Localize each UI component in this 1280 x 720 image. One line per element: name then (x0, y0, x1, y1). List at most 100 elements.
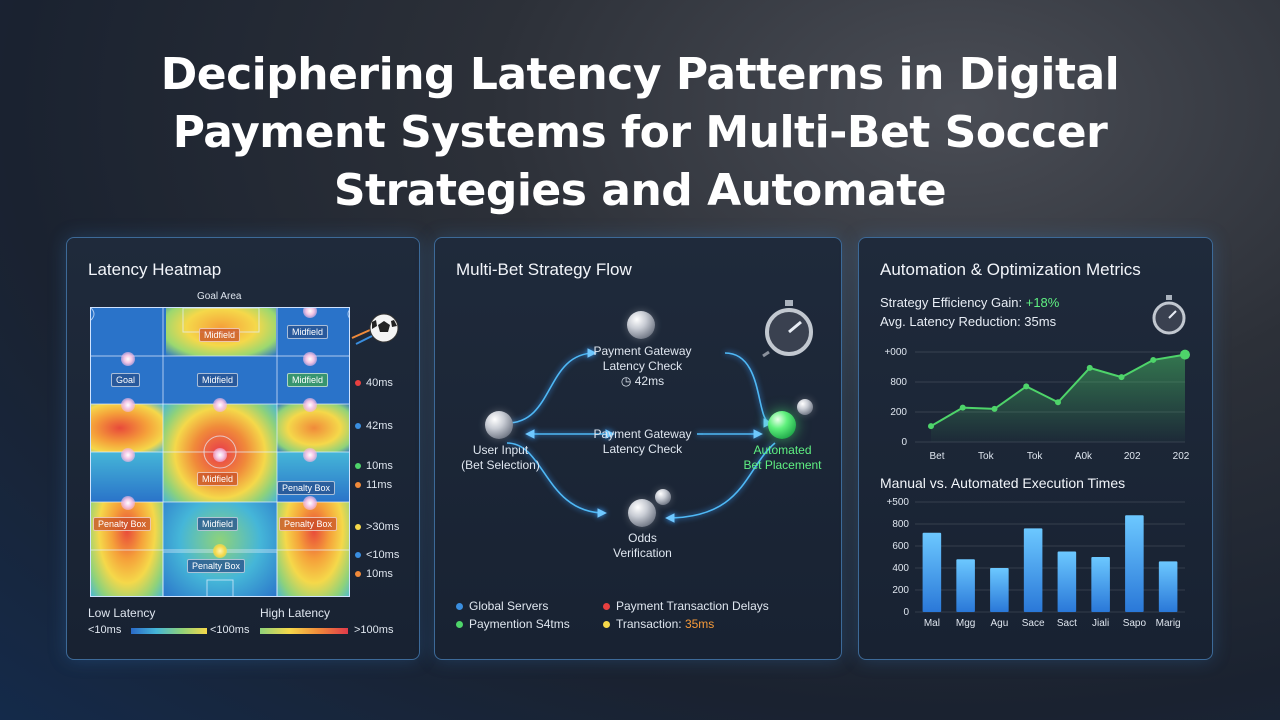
legend-text: >30ms (366, 521, 400, 533)
automated-line1: Automated (753, 443, 812, 457)
auxiliary-node (797, 399, 813, 415)
y-tick-label: 800 (890, 377, 907, 388)
bar (1158, 561, 1178, 612)
data-point (1055, 399, 1061, 406)
latency-node (213, 544, 227, 558)
x-tick-label: Bet (929, 451, 944, 462)
heatmap-legend-item: 10ms (355, 568, 393, 580)
legend-text: 40ms (366, 377, 393, 389)
odds-line1: Odds (628, 531, 657, 545)
data-point (959, 404, 966, 411)
zone-label-midfield: Midfield (199, 328, 241, 342)
x-tick-label: 202 (1173, 451, 1190, 462)
odds-line2: Verification (613, 546, 672, 560)
latency-node (121, 352, 135, 366)
scale-low-max: <100ms (210, 624, 250, 636)
metrics-title: Automation & Optimization Metrics (880, 260, 1141, 279)
heat-zone-left (91, 404, 163, 452)
gateway-mid-label: Payment Gateway Latency Check (585, 427, 700, 457)
legend-text: <10ms (366, 549, 400, 561)
y-tick-label: +500 (886, 497, 909, 508)
data-point (1150, 356, 1157, 363)
legend-dot (355, 423, 361, 429)
high-latency-label: High Latency (260, 606, 331, 620)
legend-text: Transaction: (616, 617, 682, 631)
legend-text: 11ms (366, 479, 393, 491)
strategy-flow-panel: Multi-Bet Strategy Flow Payment Gateway … (434, 237, 842, 660)
bar (1125, 515, 1144, 612)
metrics-panel: Automation & Optimization Metrics Strate… (858, 237, 1213, 660)
latency-reduction: Avg. Latency Reduction: 35ms (880, 314, 1057, 329)
heatmap-title: Latency Heatmap (88, 260, 222, 279)
efficiency-value: +18% (1025, 295, 1060, 310)
x-tick-label: Mgg (956, 618, 975, 629)
legend-text: Global Servers (469, 599, 549, 613)
flow-title: Multi-Bet Strategy Flow (456, 260, 632, 279)
user-input-line2: (Bet Selection) (461, 458, 540, 472)
latency-node (213, 448, 227, 462)
page-title: Deciphering Latency Patterns in Digital … (0, 46, 1280, 220)
legend-dot (355, 524, 361, 530)
x-tick-label: Tok (1027, 451, 1044, 462)
user-input-line1: User Input (472, 443, 529, 457)
low-latency-label: Low Latency (88, 606, 156, 620)
legend-text: 42ms (366, 420, 393, 432)
clock-icon: ◷ (620, 374, 635, 388)
flow-legend-item: Transaction: 35ms (603, 617, 714, 631)
x-tick-label: A0k (1075, 451, 1093, 462)
x-tick-label: Agu (990, 618, 1008, 629)
bar (956, 559, 975, 612)
zone-label-penalty-box: Penalty Box (277, 481, 336, 495)
latency-node (303, 398, 317, 412)
title-line-1: Deciphering Latency Patterns in Digital (160, 49, 1120, 100)
y-tick-label: 0 (901, 437, 907, 448)
latency-node (303, 352, 317, 366)
x-tick-label: Marig (1156, 618, 1181, 629)
data-point (1180, 349, 1190, 360)
legend-dot (603, 620, 610, 628)
data-point (928, 423, 934, 430)
latency-node (303, 496, 317, 510)
flow-legend-item: Paymention S4tms (456, 617, 570, 631)
latency-node (303, 308, 317, 318)
gateway-top-label: Payment Gateway Latency Check ◷ 42ms (585, 344, 700, 389)
low-latency-gradient-bar (131, 628, 207, 634)
latency-node (121, 448, 135, 462)
exec-chart-title: Manual vs. Automated Execution Times (880, 475, 1126, 491)
efficiency-label: Strategy Efficiency Gain: (880, 295, 1023, 310)
flow-legend-item: Global Servers (456, 599, 548, 613)
latency-node (303, 448, 317, 462)
gateway-top-time: ◷ 42ms (585, 374, 700, 389)
scale-high-max: >100ms (354, 624, 394, 636)
x-tick-label: Jiali (1092, 618, 1109, 629)
stopwatch-icon (762, 300, 813, 358)
zone-label-midfield: Midfield (287, 373, 329, 387)
legend-dot (456, 620, 463, 628)
legend-dot (355, 380, 361, 386)
x-tick-label: Sace (1022, 618, 1045, 629)
x-tick-label: Sapo (1123, 618, 1147, 629)
data-point (991, 405, 998, 412)
bar (990, 568, 1009, 612)
flow-connectors (506, 348, 776, 523)
latency-heatmap-panel: Latency Heatmap Goal Area (66, 237, 420, 660)
heatmap-legend-item: 11ms (355, 479, 392, 491)
y-tick-label: 600 (892, 541, 909, 552)
zone-label-penalty-box: Penalty Box (279, 517, 338, 531)
zone-label-penalty-box: Penalty Box (93, 517, 152, 531)
x-tick-label: Tok (978, 451, 995, 462)
zone-label-midfield: Midfield (197, 373, 239, 387)
data-point (1023, 383, 1030, 390)
legend-text: 10ms (366, 568, 393, 580)
data-point (1086, 364, 1093, 371)
gateway-mid-line1: Payment Gateway (593, 427, 692, 441)
soccer-ball-icon (351, 313, 399, 345)
zone-label-midfield: Midfield (287, 325, 329, 339)
gateway-top-time-value: 42ms (634, 374, 665, 388)
title-line-2: Payment Systems for Multi-Bet Soccer (172, 107, 1108, 158)
legend-dot (355, 463, 361, 469)
gateway-top-node (627, 311, 655, 339)
zone-label-midfield: Midfield (197, 472, 239, 486)
